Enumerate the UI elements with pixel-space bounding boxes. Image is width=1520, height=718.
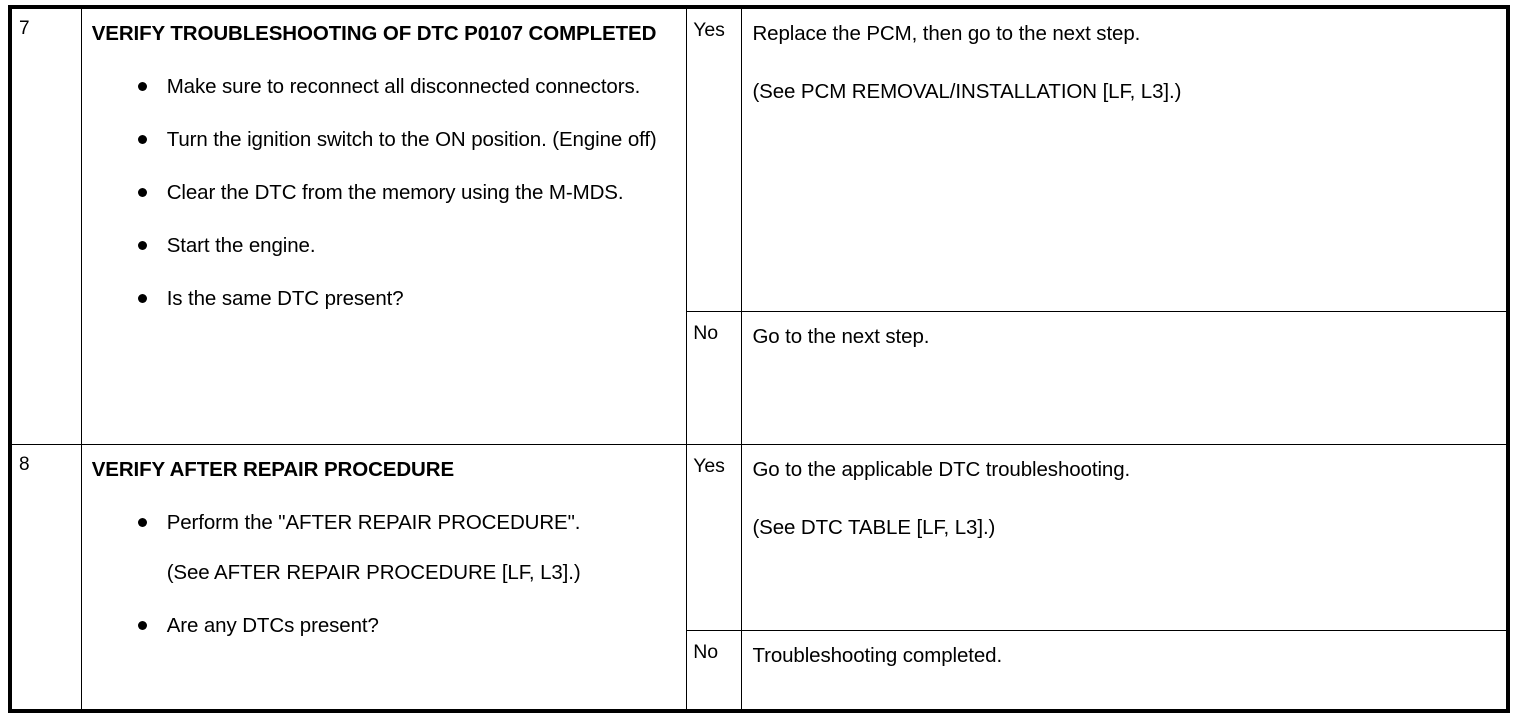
list-item-text: Make sure to reconnect all disconnected …: [166, 75, 641, 99]
bullet-dot-icon: [137, 241, 147, 251]
list-item: Start the engine.: [92, 231, 675, 261]
action-cell-no-8: Troubleshooting completed.: [741, 630, 1509, 712]
step-number-cell-7: 7: [9, 6, 82, 445]
list-item: Is the same DTC present?: [92, 284, 675, 314]
action-reference: (See PCM REMOVAL/INSTALLATION [LF, L3].): [752, 79, 1182, 103]
table-row: No Troubleshooting completed.: [10, 630, 1509, 712]
list-item: Are any DTCs present?: [92, 611, 675, 641]
inspection-title: VERIFY TROUBLESHOOTING OF DTC P0107 COMP…: [91, 22, 657, 45]
list-item-text: Perform the "AFTER REPAIR PROCEDURE".: [166, 511, 581, 535]
bullet-dot-icon: [137, 82, 147, 92]
step-number: 7: [19, 18, 30, 39]
list-item: Clear the DTC from the memory using the …: [92, 178, 675, 208]
bullet-dot-icon: [137, 188, 147, 198]
bullet-dot-icon: [137, 294, 147, 304]
inspection-bullet-list: Perform the "AFTER REPAIR PROCEDURE". (S…: [92, 508, 675, 641]
result-cell-yes-7: Yes: [686, 6, 743, 313]
inspection-title: VERIFY AFTER REPAIR PROCEDURE: [91, 457, 455, 481]
list-item-text: Is the same DTC present?: [166, 286, 404, 310]
result-label: No: [693, 322, 719, 345]
result-cell-no-8: No: [686, 630, 743, 712]
action-cell-yes-7: Replace the PCM, then go to the next ste…: [741, 6, 1509, 313]
bullet-dot-icon: [137, 135, 147, 145]
list-item-text: Are any DTCs present?: [166, 613, 379, 637]
bullet-dot-icon: [137, 621, 147, 631]
step-number: 8: [19, 453, 30, 475]
result-cell-no-7: No: [686, 311, 743, 445]
list-item-text: Start the engine.: [166, 233, 316, 257]
list-item: Perform the "AFTER REPAIR PROCEDURE". (S…: [92, 508, 675, 588]
action-text: Replace the PCM, then go to the next ste…: [752, 22, 1141, 45]
action-reference: (See DTC TABLE [LF, L3].): [752, 515, 996, 539]
troubleshooting-table: 7 VERIFY TROUBLESHOOTING OF DTC P0107 CO…: [8, 5, 1510, 713]
result-label: Yes: [693, 454, 725, 477]
table-row: No Go to the next step.: [10, 311, 1509, 445]
action-text: Go to the next step.: [752, 325, 930, 349]
result-cell-yes-8: Yes: [686, 443, 743, 632]
list-item-text: Turn the ignition switch to the ON posit…: [166, 128, 657, 152]
inspection-bullet-list: Make sure to reconnect all disconnected …: [92, 72, 675, 314]
list-item: Turn the ignition switch to the ON posit…: [92, 125, 675, 155]
action-cell-no-7: Go to the next step.: [741, 311, 1509, 445]
inspection-note: (See AFTER REPAIR PROCEDURE [LF, L3].): [166, 561, 581, 584]
action-text: Troubleshooting completed.: [752, 644, 1003, 668]
inspection-cell-8: VERIFY AFTER REPAIR PROCEDURE Perform th…: [80, 443, 688, 712]
table-row: 8 VERIFY AFTER REPAIR PROCEDURE Perform …: [9, 443, 1509, 712]
result-label: No: [693, 641, 719, 664]
step-number-cell-8: 8: [9, 443, 82, 712]
table-row: 7 VERIFY TROUBLESHOOTING OF DTC P0107 CO…: [9, 6, 1509, 445]
list-item-text: Clear the DTC from the memory using the …: [166, 180, 624, 204]
bullet-dot-icon: [137, 518, 147, 528]
action-cell-yes-8: Go to the applicable DTC troubleshooting…: [741, 443, 1509, 632]
action-text: Go to the applicable DTC troubleshooting…: [752, 457, 1131, 481]
list-item: Make sure to reconnect all disconnected …: [92, 72, 675, 102]
result-label: Yes: [693, 19, 725, 41]
inspection-cell-7: VERIFY TROUBLESHOOTING OF DTC P0107 COMP…: [80, 6, 688, 445]
